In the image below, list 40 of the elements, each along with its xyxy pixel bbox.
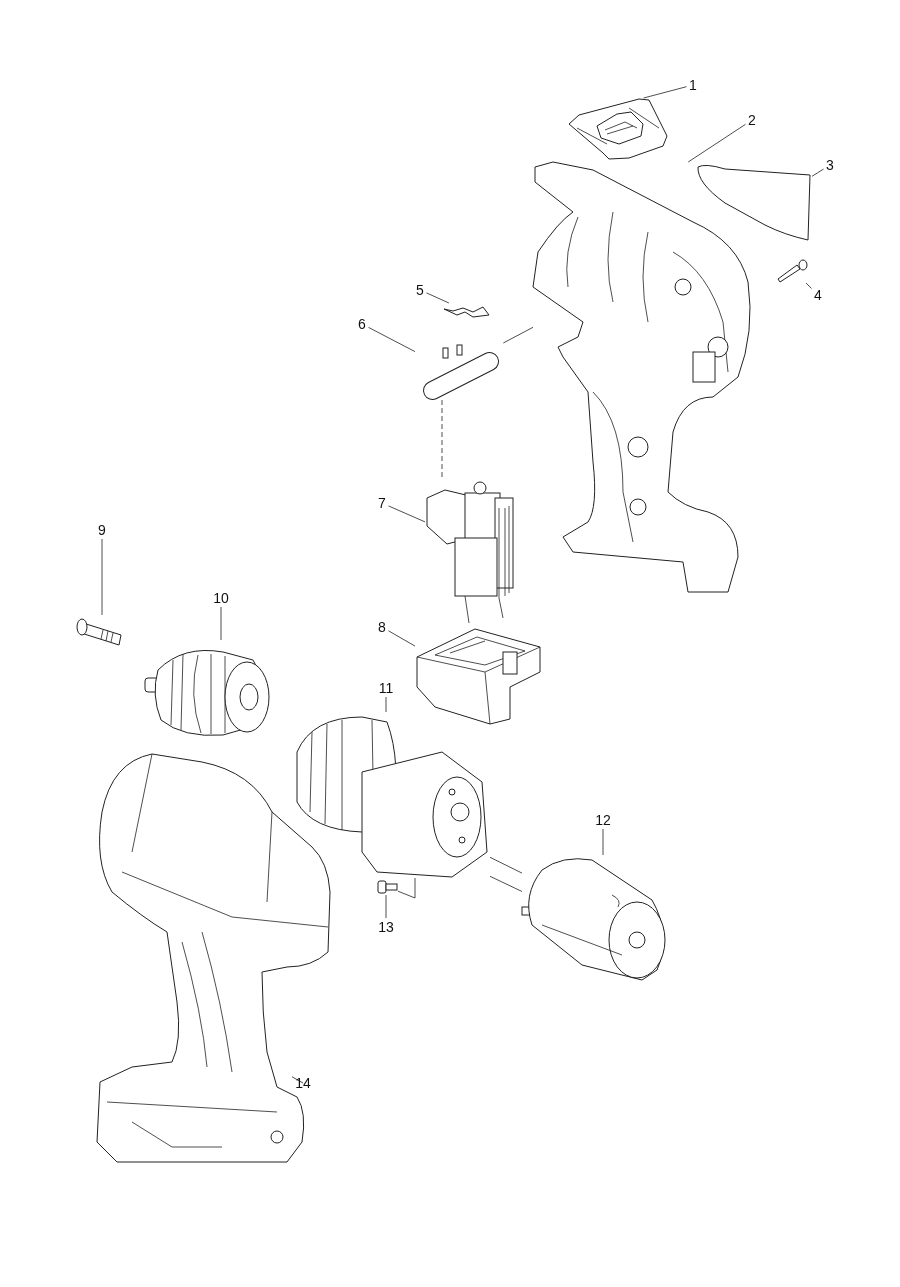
callout-number: 10: [213, 591, 229, 605]
leader-line: [368, 327, 416, 352]
callout-number: 8: [378, 620, 386, 634]
callout-number: 1: [689, 78, 697, 92]
leader-line: [426, 292, 450, 304]
switch-cover-drawing: [567, 98, 670, 160]
callout-number: 12: [595, 813, 611, 827]
callout-number: 3: [826, 158, 834, 172]
callout-number: 7: [378, 496, 386, 510]
assembly-line: [489, 875, 523, 892]
screw-drawing: [377, 879, 398, 895]
leader-line: [220, 606, 222, 641]
callout-number: 4: [814, 288, 822, 302]
callout-number: 5: [416, 283, 424, 297]
assembly-line: [502, 326, 534, 344]
leader-line: [388, 505, 426, 523]
dashed-assembly-line: [441, 399, 443, 479]
callout-number: 9: [98, 523, 106, 537]
leader-line: [385, 696, 387, 713]
callout-number: 13: [378, 920, 394, 934]
label-plate-drawing: [695, 163, 812, 242]
assembly-line: [489, 856, 523, 874]
leader-line: [643, 86, 687, 99]
callout-number: 11: [378, 681, 394, 695]
leader-line: [291, 1076, 304, 1084]
leader-line: [805, 282, 812, 289]
leader-line: [388, 630, 416, 647]
callout-number: 14: [295, 1076, 311, 1090]
leader-line: [602, 828, 604, 856]
leader-line: [687, 123, 746, 163]
assembly-line: [397, 877, 416, 899]
leader-line: [385, 894, 387, 919]
terminal-drawing: [415, 627, 542, 725]
motor-drawing: [522, 855, 668, 980]
switch-drawing: [425, 478, 515, 624]
callout-number: 2: [748, 113, 756, 127]
screw-drawing: [777, 258, 809, 283]
callout-number: 6: [358, 317, 366, 331]
leader-line: [101, 538, 103, 616]
leader-line: [811, 168, 824, 177]
